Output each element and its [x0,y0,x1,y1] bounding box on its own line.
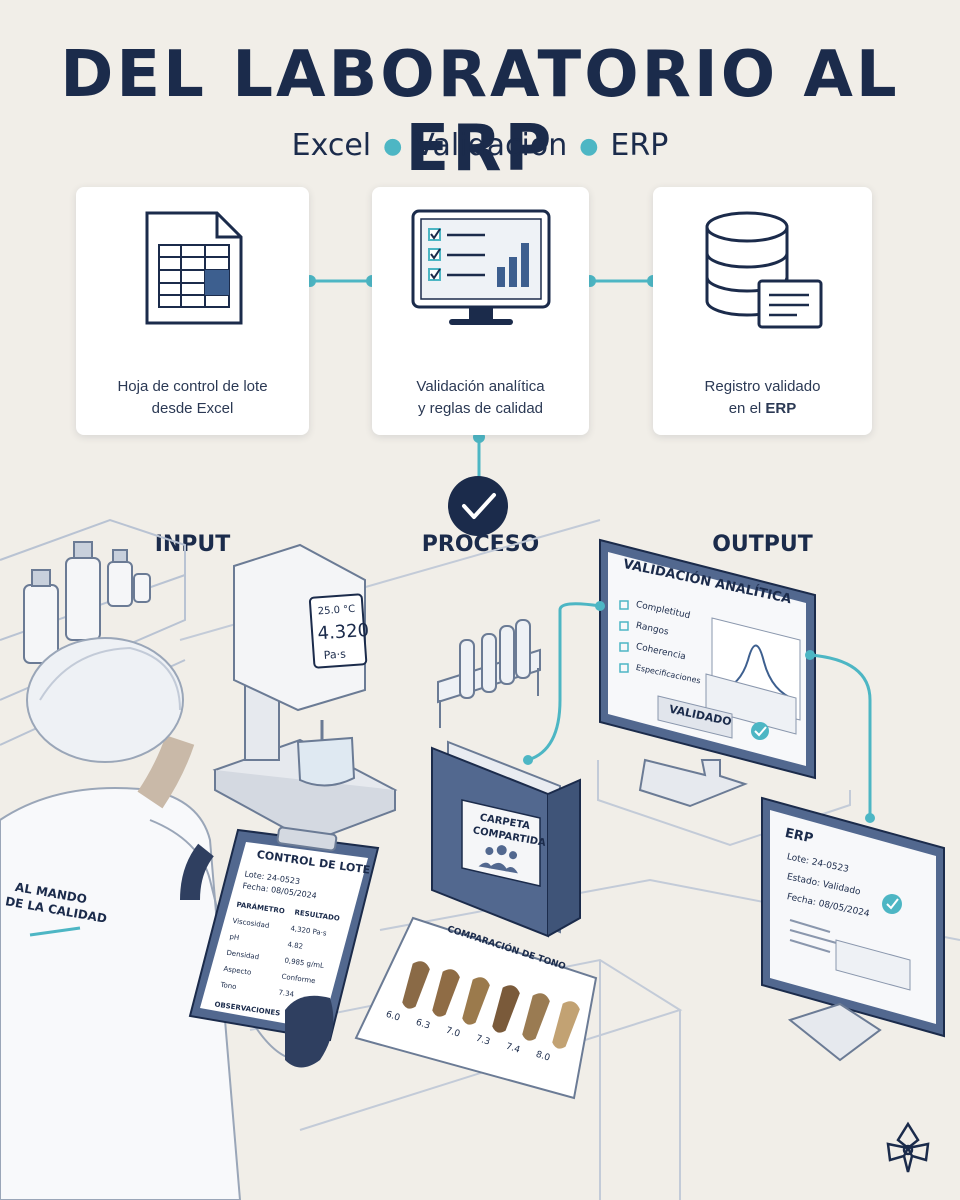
subtitle: Excel ● Validación ● ERP [0,128,960,163]
validation-title: VALIDACIÓN ANALÍTICA [622,556,793,607]
page-title: DEL LABORATORIO AL ERP [60,38,900,186]
clipboard-observaciones: OBSERVACIONES [214,1000,281,1017]
erp-title: ERP [784,826,815,847]
card-title: INPUT [154,532,231,557]
bullet-dot-icon: ● [579,134,599,159]
checkbox-icon [619,600,629,673]
subtitle-item-validacion: Validación [414,128,568,163]
viscometer-temp: 25.0 °C [317,604,355,618]
row-result: Conforme [281,973,316,986]
card-desc-line: Registro validado [704,378,821,395]
erp-check-icon [882,894,902,914]
check-item: Coherencia [635,642,687,662]
card-desc-line: Hoja de control de lote [117,378,268,395]
tone-swatch-label: 7.0 [444,1026,461,1040]
validated-check-icon [751,722,769,740]
viscometer-unit: Pa·s [323,647,346,662]
brand-logo-icon [886,1121,930,1173]
validado-button: VALIDADO [668,703,733,729]
clipboard [180,826,380,1068]
erp-lote: Lote: 24-0523 [786,852,850,875]
jacket-text-1: AL MANDO [14,880,88,906]
tone-title: COMPARACIÓN DE TONO [446,923,568,973]
card-description: Registro validado en el ERP [653,376,872,420]
reagent-bottles-icon [23,541,151,664]
row-param: Aspecto [223,965,252,977]
scene-connectors [527,602,872,818]
binder-label-1: CARPETA [479,812,531,832]
card-desc-line: y reglas de calidad [417,400,544,417]
bullet-dot-icon: ● [383,134,403,159]
clipboard-title: CONTROL DE LOTE [256,848,371,877]
card-desc-text: en el [728,400,766,417]
erp-estado: Estado: Validado [786,872,862,897]
clipboard-lote: Lote: 24-0523 [244,869,301,886]
check-item: Completitud [635,600,691,621]
monitor-checklist-icon [411,209,550,325]
col-header: PARÁMETRO [236,900,285,916]
card-desc-line: Validación analítica [416,378,545,395]
jacket-text-2: DE LA CALIDAD [4,894,108,926]
tone-swatch-label: 7.4 [504,1042,521,1056]
validation-checklist: Completitud Rangos Coherencia Especifica… [635,600,701,685]
tone-swatch-label: 8.0 [534,1050,551,1064]
check-item: Especificaciones [635,663,701,685]
scientist [0,637,301,1200]
card-description: Validación analítica y reglas de calidad [372,376,589,420]
row-param: Viscosidad [232,917,270,930]
tone-swatch [552,1001,580,1049]
spreadsheet-icon [145,211,242,325]
tone-swatch [492,985,520,1033]
tone-swatch-label: 6.3 [414,1018,431,1032]
tone-swatch-label: 7.3 [474,1034,491,1048]
row-result: 7.34 [278,989,295,999]
validation-monitor [597,538,851,847]
card-desc-bold: ERP [765,400,797,417]
row-result: 4,320 Pa·s [290,925,327,938]
check-item: Rangos [635,621,670,638]
viscometer-value: 4.320 [317,620,370,645]
erp-monitor [761,796,945,1062]
erp-fecha: Fecha: 08/05/2024 [786,892,871,919]
tone-swatch [522,993,550,1041]
viscometer [212,543,398,844]
card-title: PROCESO [421,532,540,557]
binder-label-2: COMPARTIDA [472,825,547,849]
shared-binder [431,740,581,938]
tone-swatch [402,961,430,1009]
col-header: RESULTADO [294,908,340,922]
card-output: OUTPUT Registro validado en el ERP [653,187,872,557]
database-icon [705,211,822,329]
subtitle-item-excel: Excel [291,128,372,163]
row-param: pH [229,933,240,942]
clipboard-table: PARÁMETRO RESULTADO Viscosidad 4,320 Pa·… [214,900,340,1018]
check-circle-icon [448,476,508,536]
card-desc-line: desde Excel [151,400,234,417]
tone-comparison-card [354,916,598,1100]
row-result: 0,985 g/mL [284,957,325,970]
tone-swatches: 6.0 6.3 7.0 7.3 7.4 8.0 [384,961,580,1064]
people-icon [478,845,518,874]
card-title: OUTPUT [712,532,813,557]
row-param: Densidad [226,949,260,962]
row-result: 4.82 [287,941,304,951]
card-desc-line: en el ERP [653,398,872,420]
card-proceso: PROCESO Validación analítica y reglas de… [372,187,589,557]
tone-swatch [462,977,490,1025]
tone-swatch-label: 6.0 [384,1010,401,1024]
card-description: Hoja de control de lote desde Excel [76,376,309,420]
clipboard-fecha: Fecha: 08/05/2024 [242,881,317,900]
subtitle-item-erp: ERP [610,128,669,163]
card-input: INPUT Hoja de control de lote desde Exce… [76,187,309,557]
row-param: Tono [219,981,237,991]
lab-bench [179,519,960,1200]
tone-swatch [432,969,460,1017]
test-tubes-icon [437,619,541,728]
